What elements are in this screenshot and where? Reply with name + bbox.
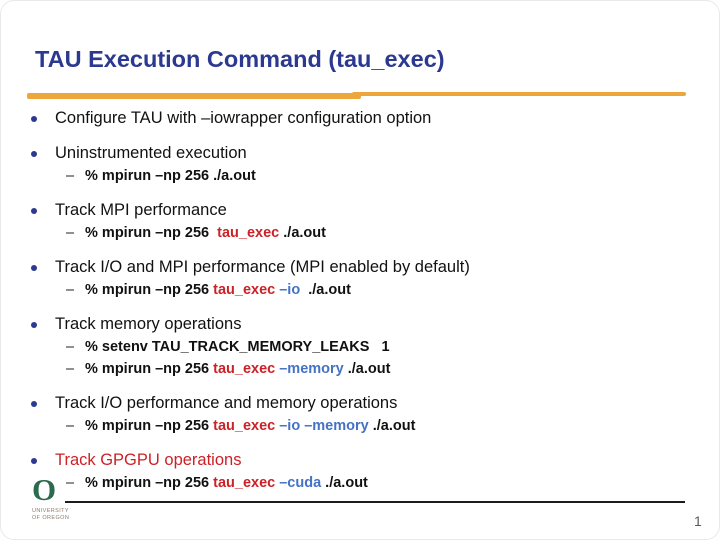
- text-segment: Track memory operations: [55, 315, 242, 333]
- text-segment: tau_exec: [213, 418, 276, 434]
- bullet-item: Track memory operations: [0, 314, 720, 335]
- bullet-item: Uninstrumented execution: [0, 143, 720, 164]
- university-of-oregon-caption: UNIVERSITY OF OREGON: [32, 508, 70, 521]
- text-segment: % mpirun –np 256 ./a.out: [85, 168, 256, 184]
- text-segment: ./a.out: [279, 225, 326, 241]
- text-segment: tau_exec: [213, 361, 276, 377]
- bullet-dot-icon: [31, 208, 37, 214]
- sub-bullet-dash-icon: –: [66, 168, 75, 184]
- text-segment: % mpirun –np 256: [85, 282, 214, 298]
- sub-bullet-item: –% mpirun –np 256 tau_exec ./a.out: [0, 224, 720, 243]
- text-segment: Configure TAU with –iowrapper configurat…: [55, 109, 432, 127]
- sub-bullet-dash-icon: –: [66, 475, 75, 491]
- text-segment: –memory: [279, 361, 344, 377]
- university-of-oregon-logo: O: [32, 472, 57, 507]
- text-segment: % mpirun –np 256: [85, 225, 218, 241]
- text-segment: –io –memory: [279, 418, 369, 434]
- text-segment: % mpirun –np 256: [85, 475, 214, 491]
- footer-divider: [65, 501, 685, 503]
- text-segment: ./a.out: [343, 361, 391, 377]
- text-segment: Track I/O performance and memory operati…: [55, 394, 398, 412]
- sub-bullet-item: –% mpirun –np 256 tau_exec –io –memory .…: [0, 417, 720, 436]
- text-segment: –io: [279, 282, 301, 298]
- sub-bullet-dash-icon: –: [66, 282, 75, 298]
- accent-line-thin: [352, 92, 686, 96]
- accent-line-thick: [27, 93, 361, 99]
- text-segment: ./a.out: [321, 475, 368, 491]
- text-segment: Track GPGPU operations: [55, 451, 242, 469]
- bullet-dot-icon: [31, 116, 37, 122]
- bullet-dot-icon: [31, 151, 37, 157]
- bullet-dot-icon: [31, 322, 37, 328]
- text-segment: Track MPI performance: [55, 201, 227, 219]
- text-segment: ./a.out: [300, 282, 351, 298]
- bullet-item: Track I/O performance and memory operati…: [0, 393, 720, 414]
- sub-bullet-item: –% mpirun –np 256 tau_exec –memory ./a.o…: [0, 360, 720, 379]
- text-segment: –cuda: [279, 475, 322, 491]
- bullet-dot-icon: [31, 401, 37, 407]
- slide-title: TAU Execution Command (tau_exec): [35, 45, 445, 72]
- page-number: 1: [694, 513, 702, 529]
- text-segment: Track I/O and MPI performance (MPI enabl…: [55, 258, 470, 276]
- text-segment: Uninstrumented execution: [55, 144, 247, 162]
- sub-bullet-dash-icon: –: [66, 361, 75, 377]
- sub-bullet-item: –% setenv TAU_TRACK_MEMORY_LEAKS 1: [0, 338, 720, 357]
- bullet-list: Configure TAU with –iowrapper configurat…: [0, 106, 720, 493]
- bullet-item: Track MPI performance: [0, 200, 720, 221]
- text-segment: tau_exec: [213, 475, 276, 491]
- text-segment: % setenv TAU_TRACK_MEMORY_LEAKS 1: [85, 339, 390, 355]
- sub-bullet-dash-icon: –: [66, 418, 75, 434]
- bullet-item: Track I/O and MPI performance (MPI enabl…: [0, 257, 720, 278]
- sub-bullet-item: –% mpirun –np 256 tau_exec –io ./a.out: [0, 281, 720, 300]
- sub-bullet-item: –% mpirun –np 256 ./a.out: [0, 167, 720, 186]
- bullet-dot-icon: [31, 265, 37, 271]
- text-segment: tau_exec: [217, 225, 280, 241]
- bullet-item: Track GPGPU operations: [0, 450, 720, 471]
- text-segment: ./a.out: [368, 418, 416, 434]
- text-segment: % mpirun –np 256: [85, 418, 214, 434]
- sub-bullet-item: –% mpirun –np 256 tau_exec –cuda ./a.out: [0, 474, 720, 493]
- bullet-dot-icon: [31, 458, 37, 464]
- sub-bullet-dash-icon: –: [66, 339, 75, 355]
- text-segment: % mpirun –np 256: [85, 361, 214, 377]
- sub-bullet-dash-icon: –: [66, 225, 75, 241]
- bullet-item: Configure TAU with –iowrapper configurat…: [0, 108, 720, 129]
- text-segment: tau_exec: [213, 282, 276, 298]
